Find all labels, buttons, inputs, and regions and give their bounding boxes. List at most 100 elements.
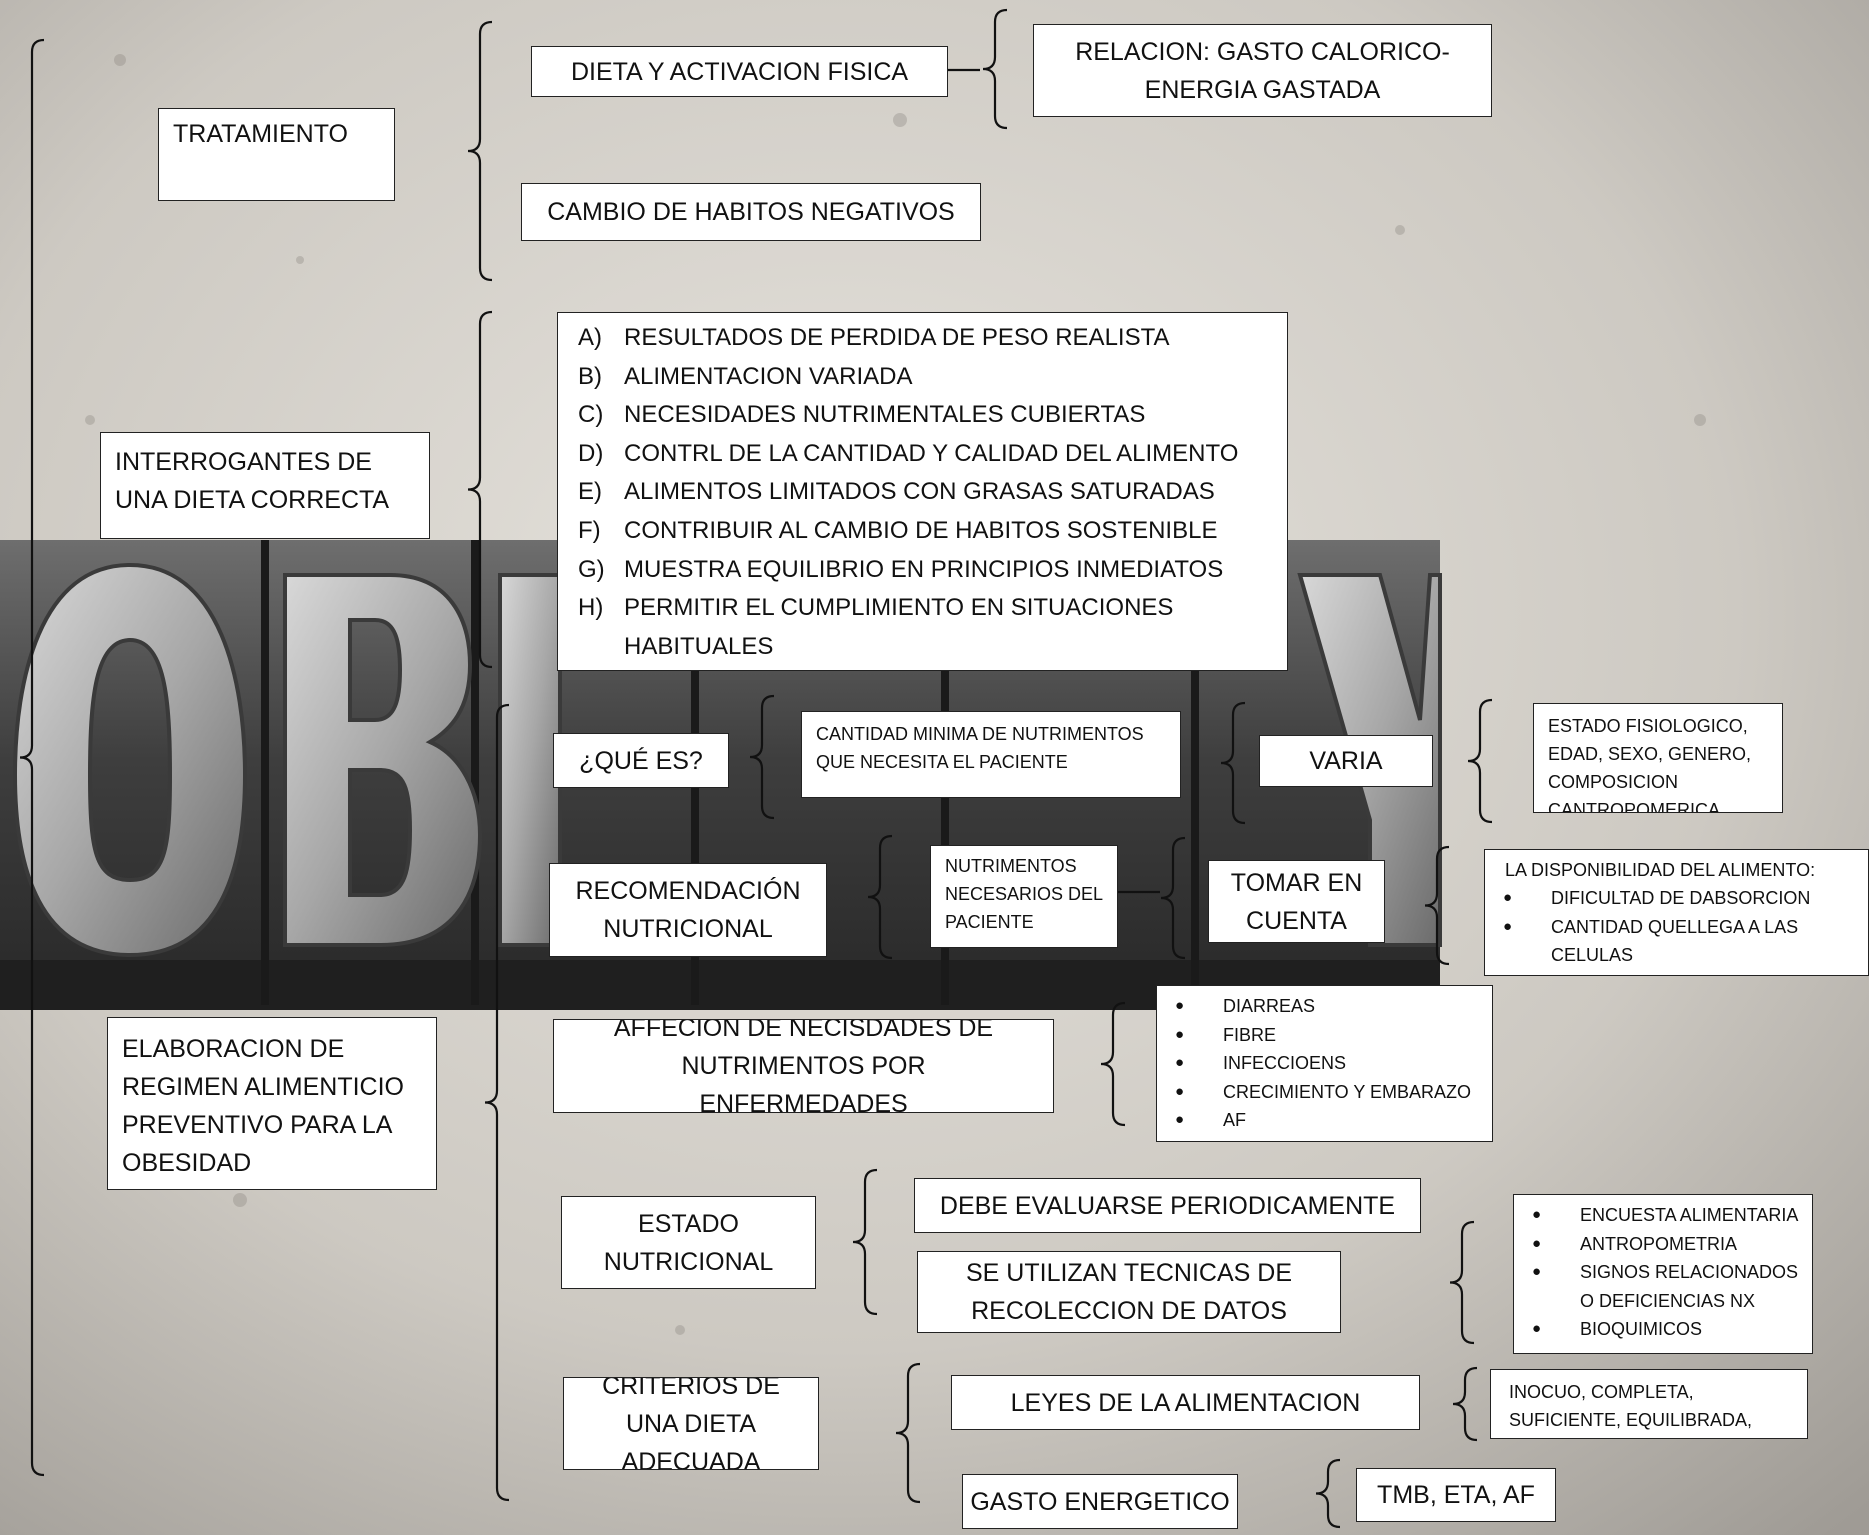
varia-detail-bracket (1467, 698, 1493, 824)
affecion-item-text: CRECIMIENTO Y EMBARAZO (1223, 1081, 1472, 1102)
recomendacion-detail-bracket (1160, 836, 1186, 960)
bullet-icon: ● (1175, 1082, 1185, 1100)
interrogante-text: RESULTADOS DE PERDIDA DE PESO REALISTA (624, 324, 1170, 351)
estado-nutricional-box: ESTADO NUTRICIONAL (561, 1196, 816, 1289)
varia-detail: ESTADO FISIOLOGICO, EDAD, SEXO, GENERO, … (1548, 716, 1752, 813)
dieta-label: DIETA Y ACTIVACION FISICA (570, 57, 909, 86)
elaboracion-bracket (484, 703, 510, 1502)
disponibilidad-item: ● DIFICULTAD DE DABSORCION (1503, 884, 1868, 913)
bullet-icon: ● (1175, 1025, 1185, 1043)
main-bracket (19, 38, 45, 1477)
interrogante-item: A)RESULTADOS DE PERDIDA DE PESO REALISTA (578, 319, 1287, 358)
interrogante-letter: F) (578, 516, 601, 544)
disponibilidad-item-text: CANTIDAD QUELLEGA A LAS CELULAS (1551, 916, 1799, 966)
gasto-detail: TMB, ETA, AF (1377, 1481, 1535, 1509)
que-es-definition: CANTIDAD MINIMA DE NUTRIMENTOS QUE NECES… (816, 724, 1144, 772)
elaboracion-box: ELABORACION DE REGIMEN ALIMENTICIO PREVE… (107, 1017, 437, 1190)
interrogantes-list: A)RESULTADOS DE PERDIDA DE PESO REALISTA… (558, 313, 1287, 666)
gasto-bracket (1315, 1458, 1341, 1529)
bullet-icon: ● (1503, 889, 1513, 906)
dieta-bracket (982, 8, 1008, 130)
interrogante-item: E)ALIMENTOS LIMITADOS CON GRASAS SATURAD… (578, 473, 1287, 512)
estado-list: ●ENCUESTA ALIMENTARIA●ANTROPOMETRIA●SIGN… (1514, 1195, 1812, 1344)
tecnicas-box: SE UTILIZAN TECNICAS DE RECOLECCION DE D… (917, 1251, 1341, 1333)
estado-item: ●SIGNOS RELACIONADOS O DEFICIENCIAS NX (1532, 1258, 1812, 1315)
interrogante-text: NECESIDADES NUTRIMENTALES CUBIERTAS (624, 401, 1146, 429)
interrogante-letter: E) (578, 478, 602, 506)
affecion-item: ● DIARREAS (1175, 992, 1492, 1021)
interrogante-text: CONTRIBUIR AL CAMBIO DE HABITOS SOSTENIB… (624, 516, 1218, 544)
que-es-box: ¿QUÉ ES? (553, 733, 729, 788)
affecion-item: ● CRECIMIENTO Y EMBARAZO (1175, 1078, 1492, 1107)
estado-item: ● ENCUESTA ALIMENTARIA (1532, 1201, 1812, 1230)
affecion-item-text: FIBRE (1223, 1024, 1277, 1045)
affecion-bracket (1100, 1001, 1126, 1127)
interrogante-letter: D) (578, 439, 604, 467)
tratamiento-box: TRATAMIENTO (158, 108, 395, 201)
interrogante-item: D)CONTRL DE LA CANTIDAD Y CALIDAD DEL AL… (578, 435, 1287, 474)
bullet-icon: ● (1532, 1206, 1542, 1223)
affecion-item: ● FIBRE (1175, 1021, 1492, 1050)
cambio-habitos-box: CAMBIO DE HABITOS NEGATIVOS (521, 183, 981, 241)
affecion-item: ● INFECCIOENS (1175, 1049, 1492, 1078)
bullet-icon: ● (1175, 997, 1185, 1014)
bullet-icon: ● (1532, 1234, 1542, 1252)
estado-item-text: SIGNOS RELACIONADOS O DEFICIENCIAS NX (1580, 1262, 1799, 1311)
affecion-item-text: AF (1223, 1110, 1247, 1130)
estado-list-box: ●ENCUESTA ALIMENTARIA●ANTROPOMETRIA●SIGN… (1513, 1194, 1813, 1354)
estado-item: ●BIOQUIMICOS (1532, 1315, 1812, 1344)
que-es-bracket (749, 694, 775, 820)
interrogantes-list-box: A)RESULTADOS DE PERDIDA DE PESO REALISTA… (557, 312, 1288, 671)
relacion-label: RELACION: GASTO CALORICO-ENERGIA GASTADA (1075, 37, 1450, 104)
estado-item-text: ENCUESTA ALIMENTARIA (1580, 1205, 1799, 1225)
recomendacion-label: RECOMENDACIÓN NUTRICIONAL (575, 877, 801, 943)
affecion-item-text: INFECCIOENS (1223, 1053, 1347, 1073)
interrogante-letter: B) (578, 362, 602, 390)
interrogantes-bracket (467, 310, 493, 669)
interrogante-text: ALIMENTACION VARIADA (624, 362, 913, 390)
estado-item-text: BIOQUIMICOS (1580, 1319, 1703, 1339)
interrogante-text: MUESTRA EQUILIBRIO EN PRINCIPIOS INMEDIA… (624, 555, 1224, 583)
leyes-detail: INOCUO, COMPLETA, SUFICIENTE, EQUILIBRAD… (1509, 1382, 1753, 1430)
bullet-icon: ● (1175, 1111, 1185, 1128)
evaluarse-box: DEBE EVALUARSE PERIODICAMENTE (914, 1178, 1421, 1233)
tomar-en-cuenta-box: TOMAR EN CUENTA (1208, 860, 1385, 943)
estado-bracket (852, 1168, 878, 1316)
bullet-icon: ● (1503, 917, 1513, 935)
recomendacion-detail-box: NUTRIMENTOS NECESARIOS DEL PACIENTE (930, 845, 1118, 948)
cambio-habitos-label: CAMBIO DE HABITOS NEGATIVOS (547, 198, 955, 226)
interrogante-item: G)MUESTRA EQUILIBRIO EN PRINCIPIOS INMED… (578, 551, 1287, 590)
varia-label: VARIA (1309, 747, 1383, 775)
que-es-label: ¿QUÉ ES? (579, 746, 703, 775)
gasto-detail-box: TMB, ETA, AF (1356, 1468, 1556, 1522)
interrogante-item: B) ALIMENTACION VARIADA (578, 358, 1287, 397)
relacion-box: RELACION: GASTO CALORICO-ENERGIA GASTADA (1033, 24, 1492, 117)
affecion-item-text: DIARREAS (1223, 996, 1316, 1016)
affecion-label: AFFECION DE NECISDADES DE NUTRIMENTOS PO… (613, 1019, 994, 1113)
criterios-bracket (895, 1362, 921, 1504)
recomendacion-detail: NUTRIMENTOS NECESARIOS DEL PACIENTE (945, 856, 1103, 932)
varia-box: VARIA (1259, 735, 1433, 787)
evaluarse-label: DEBE EVALUARSE PERIODICAMENTE (939, 1191, 1396, 1220)
leyes-label: LEYES DE LA ALIMENTACION (1010, 1388, 1361, 1417)
estado-item: ●ANTROPOMETRIA (1532, 1230, 1812, 1259)
leyes-bracket (1452, 1366, 1478, 1442)
tecnicas-label: SE UTILIZAN TECNICAS DE RECOLECCION DE D… (966, 1259, 1292, 1325)
interrogante-item: F) CONTRIBUIR AL CAMBIO DE HABITOS SOSTEN… (578, 512, 1287, 551)
bullet-icon: ● (1175, 1054, 1185, 1071)
interrogantes-box: INTERROGANTES DE UNA DIETA CORRECTA (100, 432, 430, 539)
disponibilidad-item: ● CANTIDAD QUELLEGA A LAS CELULAS (1503, 913, 1868, 970)
affecion-item: ● AF (1175, 1106, 1492, 1135)
recomendacion-box: RECOMENDACIÓN NUTRICIONAL (549, 863, 827, 957)
recomendacion-bracket (867, 834, 893, 960)
tomar-bracket (1424, 845, 1450, 966)
disponibilidad-item-text: DIFICULTAD DE DABSORCION (1551, 888, 1811, 908)
interrogante-item: H)PERMITIR EL CUMPLIMIENTO EN SITUACIONE… (578, 589, 1287, 666)
dieta-box: DIETA Y ACTIVACION FISICA (531, 46, 948, 97)
varia-detail-box: ESTADO FISIOLOGICO, EDAD, SEXO, GENERO, … (1533, 703, 1783, 813)
tratamiento-label: TRATAMIENTO (173, 120, 348, 148)
interrogante-letter: H) (578, 594, 604, 622)
interrogante-letter: C) (578, 401, 604, 429)
disponibilidad-box: LA DISPONIBILIDAD DEL ALIMENTO: ●DIFICUL… (1484, 849, 1869, 976)
